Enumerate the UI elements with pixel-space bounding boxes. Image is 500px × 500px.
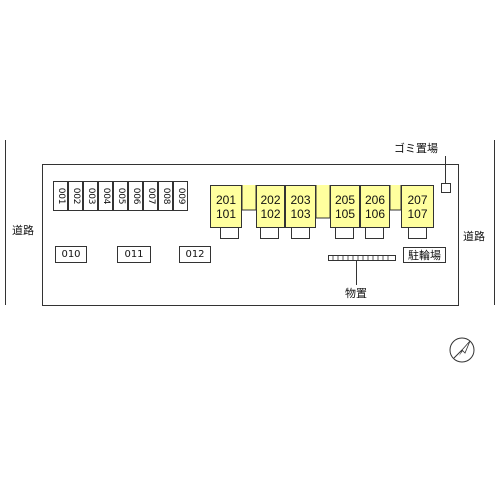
parking-slot[interactable]: 008 [158, 181, 173, 211]
unit-upper-number: 203 [290, 192, 311, 207]
parking-slot[interactable]: 003 [83, 181, 98, 211]
left-road-edge [5, 140, 6, 305]
unit-upper-number: 206 [364, 192, 386, 207]
entrance-porch [220, 228, 239, 239]
north-arrow-icon [449, 337, 475, 363]
unit-lower-number: 107 [407, 206, 428, 221]
unit-block[interactable]: 206 106 [360, 185, 390, 228]
unit-upper-number: 202 [260, 192, 281, 207]
parking-slot[interactable]: 012 [179, 246, 211, 263]
parking-slot[interactable]: 006 [128, 181, 143, 211]
unit-upper-number: 207 [407, 192, 428, 207]
entrance-porch [365, 228, 384, 239]
entrance-porch [408, 228, 427, 239]
bicycle-parking-label[interactable]: 駐輪場 [403, 247, 446, 263]
right-road-edge [494, 140, 495, 305]
parking-slot[interactable]: 007 [143, 181, 158, 211]
unit-lower-number: 102 [260, 206, 281, 221]
unit-lower-number: 103 [290, 206, 311, 221]
parking-slot[interactable]: 002 [68, 181, 83, 211]
garbage-area-label: ゴミ置場 [394, 142, 438, 155]
parking-slot[interactable]: 001 [53, 181, 68, 211]
entrance-porch [260, 228, 279, 239]
parking-slot[interactable]: 011 [117, 246, 151, 263]
unit-block[interactable]: 201 101 [210, 185, 242, 228]
storage-label: 物置 [345, 287, 367, 300]
parking-slot[interactable]: 009 [173, 181, 188, 211]
garbage-area[interactable] [441, 183, 451, 193]
entrance-porch [335, 228, 354, 239]
parking-slot[interactable]: 004 [98, 181, 113, 211]
unit-lower-number: 105 [334, 206, 356, 221]
storage-leader-line [356, 261, 357, 285]
unit-lower-number: 106 [364, 206, 386, 221]
right-road-label: 道路 [463, 230, 485, 243]
unit-upper-number: 201 [215, 192, 237, 207]
unit-block[interactable]: 202 102 [256, 185, 285, 228]
entrance-porch [291, 228, 310, 239]
unit-lower-number: 101 [215, 206, 237, 221]
storage-shed[interactable] [328, 255, 396, 261]
unit-upper-number: 205 [334, 192, 356, 207]
garbage-leader-line [445, 156, 446, 183]
left-road-label: 道路 [12, 224, 34, 237]
unit-block[interactable]: 207 107 [401, 185, 434, 228]
parking-slot[interactable]: 005 [113, 181, 128, 211]
parking-slot[interactable]: 010 [55, 246, 87, 263]
